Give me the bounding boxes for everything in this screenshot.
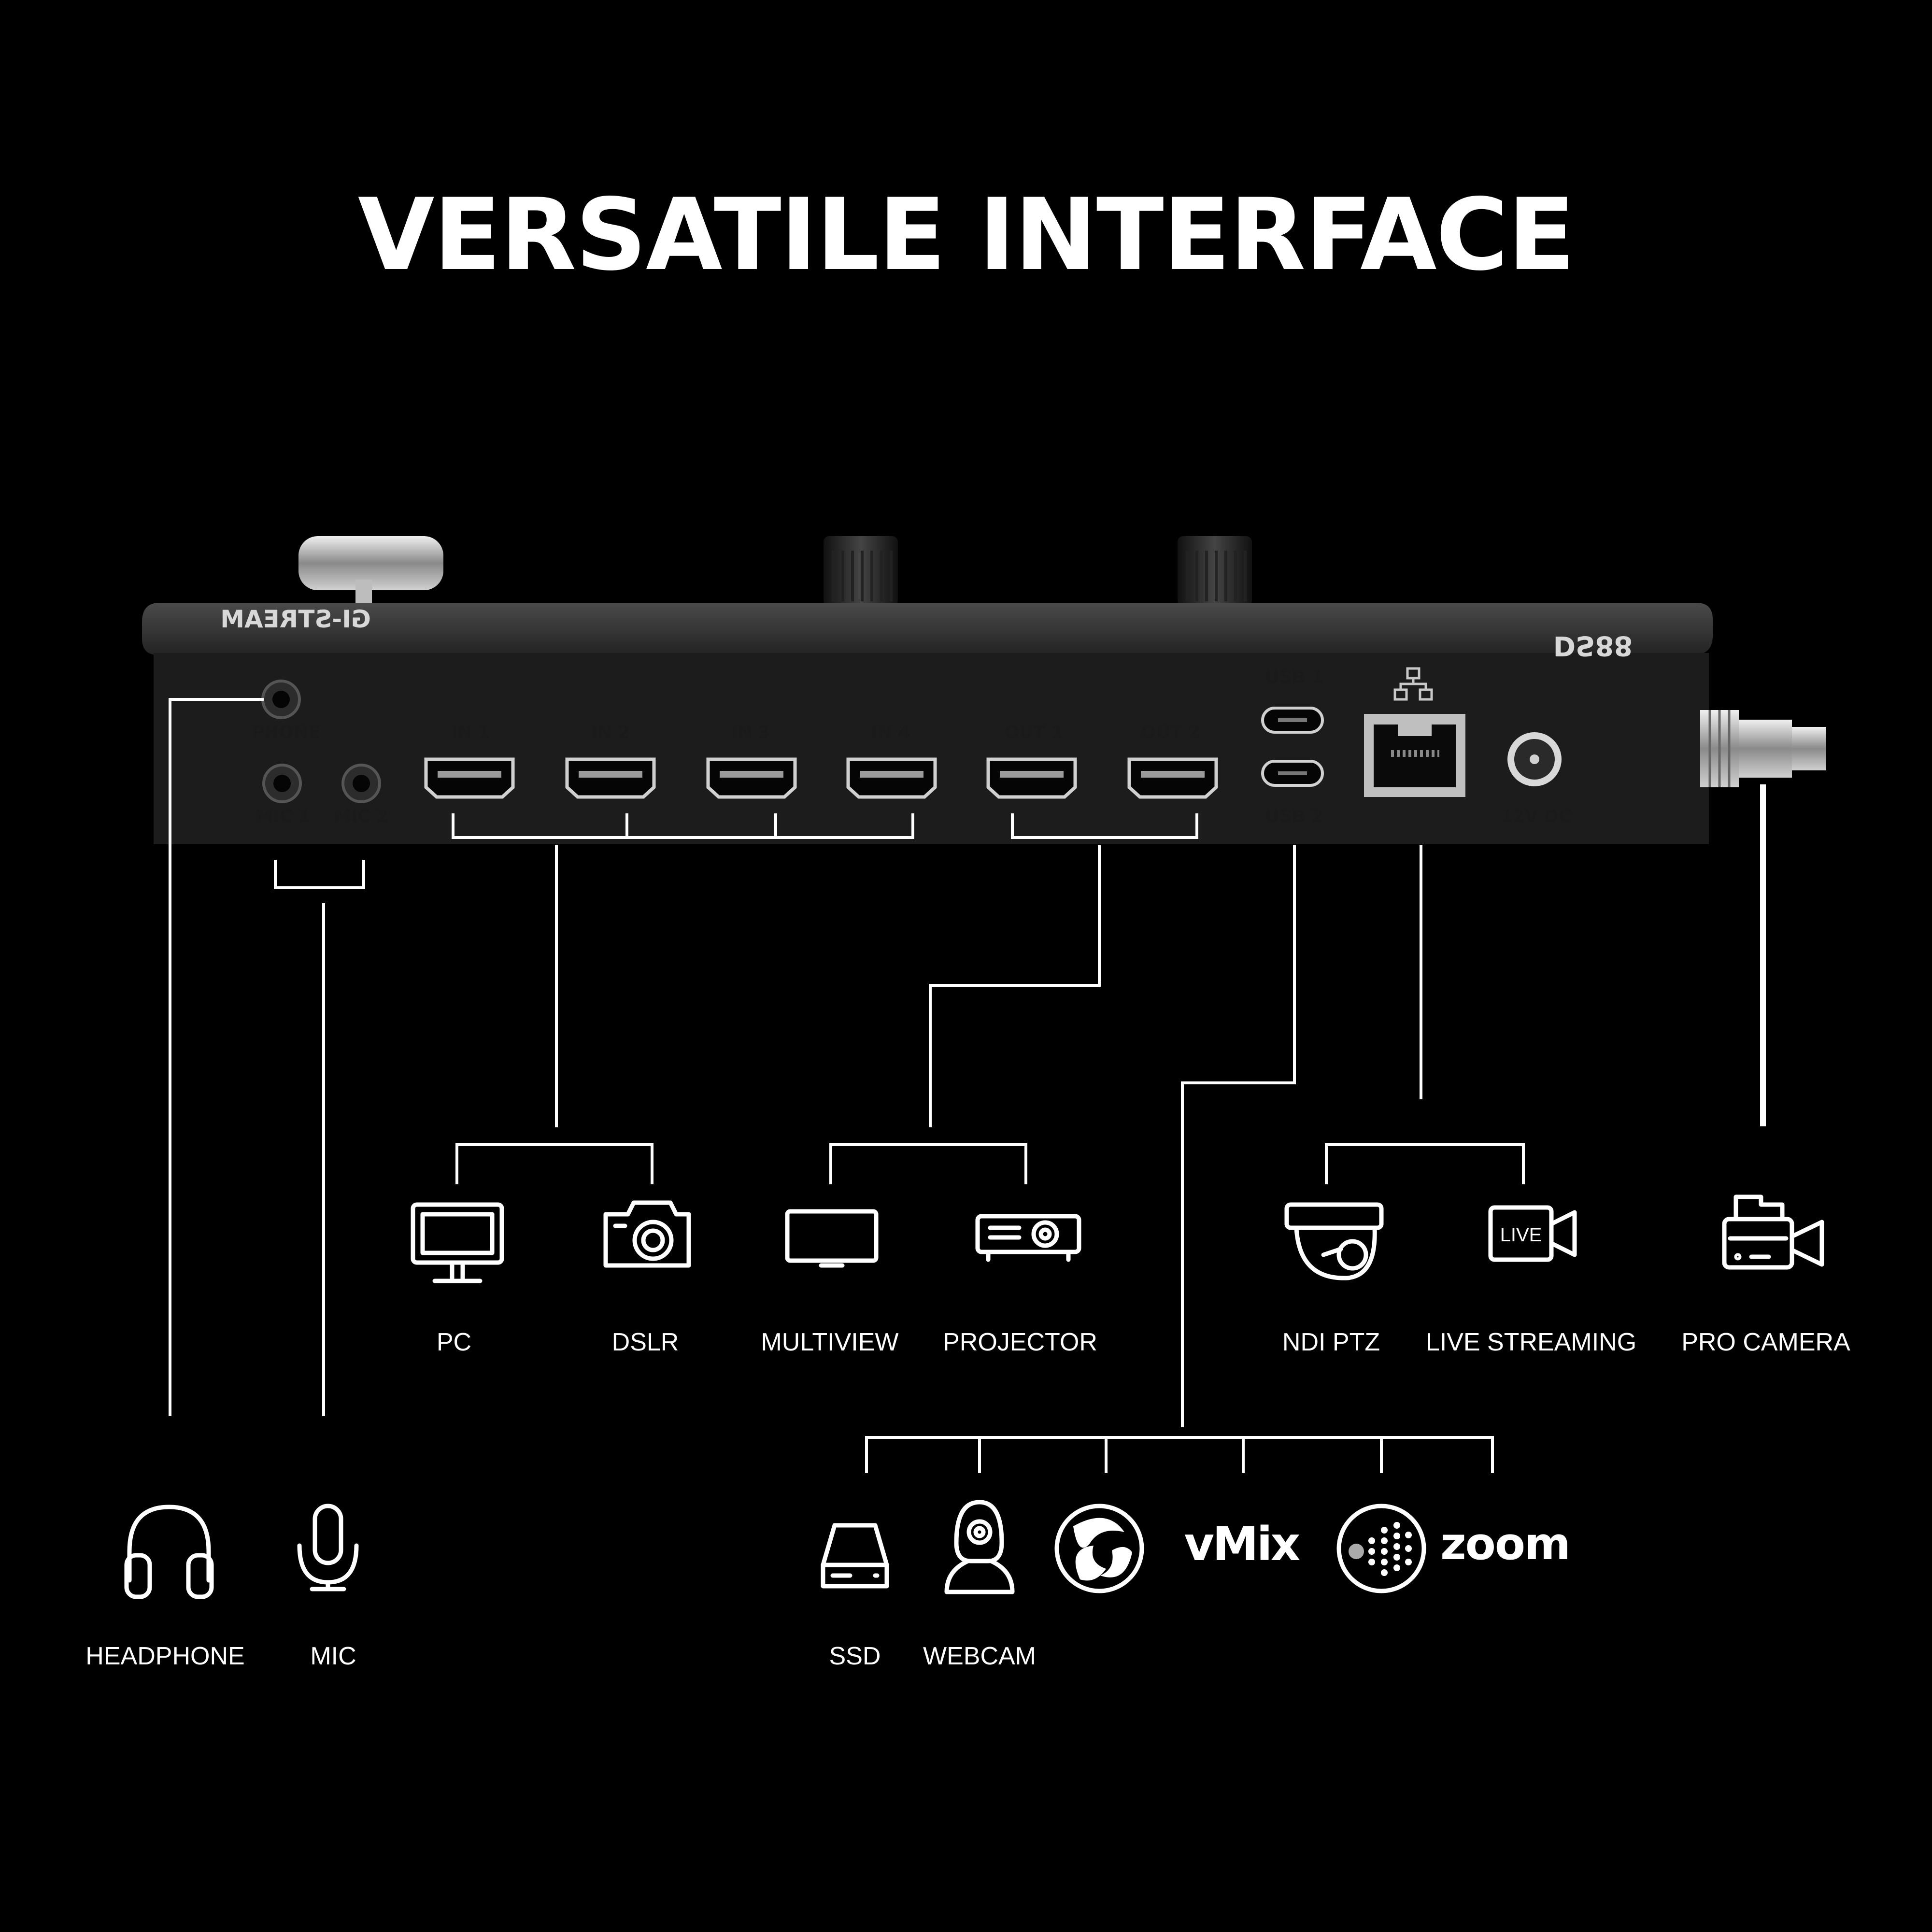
live-streaming-label: LIVE STREAMING — [1426, 1328, 1636, 1356]
live-camera-icon: LIVE — [1488, 1205, 1577, 1262]
in1-port-label: IN 1 — [451, 723, 490, 742]
hdmi-in4-port[interactable] — [846, 757, 937, 799]
dome-camera-icon — [1284, 1202, 1384, 1280]
model-label: DS88 — [1553, 630, 1633, 661]
dslr-label: DSLR — [612, 1328, 679, 1356]
out1-port-label: OUT 1 — [1004, 723, 1063, 742]
usb2-port-label: USB 2 — [1265, 807, 1323, 826]
webcam-label: WEBCAM — [923, 1642, 1036, 1670]
ndi-ptz-label: NDI PTZ — [1282, 1328, 1380, 1356]
page-title: VERSATILE INTERFACE — [357, 178, 1575, 293]
headphone-label: HEADPHONE — [85, 1642, 244, 1670]
usb1-port-label: USB 1 — [1265, 668, 1323, 687]
mic1-jack[interactable] — [262, 764, 302, 803]
dc-port-label: 12V DC — [1501, 807, 1572, 826]
monitor-icon — [411, 1202, 504, 1283]
hdmi-out1-port[interactable] — [986, 757, 1077, 799]
brand-logo: GI-STREAM — [220, 605, 371, 633]
ssd-label: SSD — [829, 1642, 881, 1670]
network-icon — [1393, 667, 1433, 701]
mic-label: MIC — [310, 1642, 356, 1670]
ssd-icon — [821, 1523, 889, 1589]
hdmi-in3-port[interactable] — [706, 757, 797, 799]
usb1-port[interactable] — [1261, 707, 1324, 734]
phone-jack[interactable] — [261, 680, 301, 719]
microphone-icon — [297, 1504, 359, 1591]
display-icon — [785, 1209, 879, 1268]
in2-port-label: IN 2 — [591, 723, 630, 742]
knob-left[interactable] — [824, 536, 898, 606]
live-badge: LIVE — [1500, 1224, 1542, 1246]
vmix-logo: vMix — [1184, 1517, 1300, 1571]
t-bar-handle[interactable] — [298, 536, 443, 590]
ethernet-port[interactable] — [1364, 714, 1465, 797]
out2-port-label: OUT 2 — [1141, 723, 1200, 742]
in4-port-label: IN 4 — [871, 723, 910, 742]
projector-icon — [975, 1214, 1081, 1262]
dc-power-port[interactable] — [1507, 732, 1562, 786]
zoom-logo: zoom — [1440, 1518, 1570, 1570]
obs-icon — [1054, 1504, 1144, 1593]
knob-right[interactable] — [1178, 536, 1252, 606]
mic1-port-label: MIC 1 — [256, 807, 310, 826]
video-camera-icon — [1722, 1194, 1824, 1270]
hdmi-out2-port[interactable] — [1127, 757, 1218, 799]
headphone-icon — [124, 1505, 214, 1599]
bnc-connector[interactable] — [1700, 710, 1826, 787]
connector-lines — [169, 698, 1525, 1473]
camera-icon — [603, 1200, 691, 1268]
usb2-port[interactable] — [1261, 760, 1324, 787]
svg-text:DS88: DS88 — [1553, 630, 1633, 661]
switcher-device: GI-STREAM DS88 PHONE MIC 1 MIC 2 — [142, 536, 1826, 844]
webcam-icon — [944, 1500, 1015, 1594]
hdmi-in1-port[interactable] — [424, 757, 515, 799]
svg-text:GI-STREAM: GI-STREAM — [220, 605, 371, 633]
multiview-label: MULTIVIEW — [761, 1328, 898, 1356]
mic2-port-label: MIC 2 — [334, 807, 388, 826]
in3-port-label: IN 3 — [731, 723, 770, 742]
phone-port-label: PHONE — [252, 723, 320, 742]
mic2-jack[interactable] — [341, 764, 381, 803]
pc-label: PC — [437, 1328, 471, 1356]
projector-label: PROJECTOR — [943, 1328, 1097, 1356]
hdmi-in2-port[interactable] — [565, 757, 656, 799]
pro-camera-label: PRO CAMERA — [1681, 1328, 1850, 1356]
network-logo — [1336, 1504, 1426, 1593]
